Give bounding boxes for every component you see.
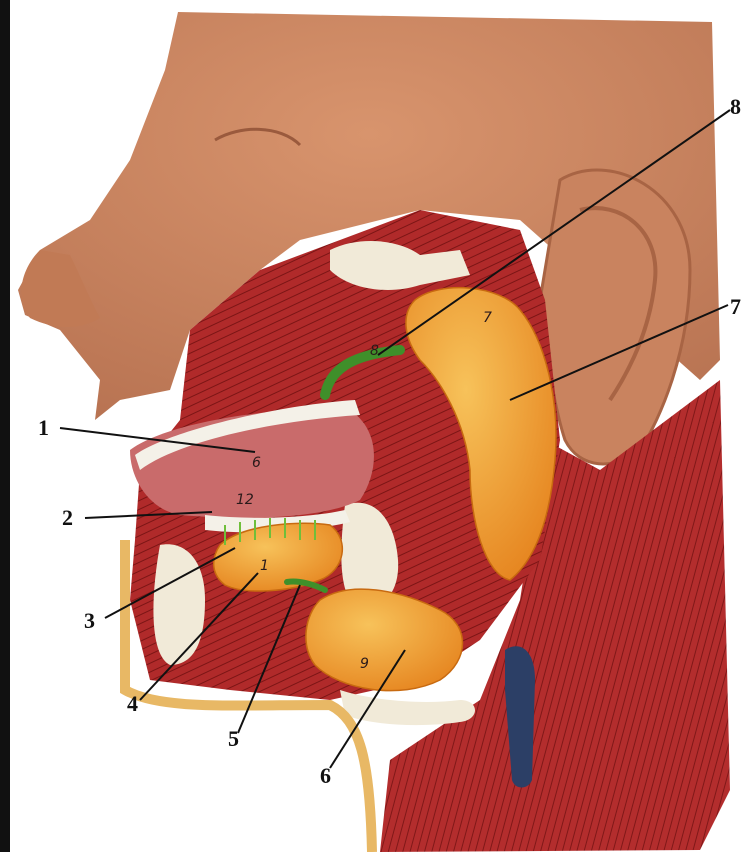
head-skin: [18, 12, 720, 420]
sublingual-marking: 1: [260, 558, 269, 574]
parotid-gland: [405, 286, 557, 581]
pointer-line-2: [84, 511, 213, 519]
submandibular-gland: [305, 588, 464, 692]
model-markings: 6 12 1 9 7 8: [236, 310, 492, 672]
submandibular-marking: 9: [360, 656, 369, 672]
sublingual-gland: [213, 522, 344, 592]
jugular-vessel: [505, 646, 535, 788]
submandibular-duct: [284, 578, 328, 593]
callout-5: 5: [228, 726, 239, 751]
parotid-marking: 7: [483, 310, 492, 326]
pointer-lines: [59, 109, 731, 769]
pointer-line-8: [377, 109, 731, 356]
pointer-line-6: [329, 649, 406, 769]
ear-inner: [579, 206, 658, 402]
upper-teeth: [135, 400, 360, 470]
nose: [21, 250, 100, 327]
pointer-line-4: [139, 572, 259, 701]
pointer-line-1: [59, 427, 256, 453]
callout-1: 1: [38, 415, 49, 440]
callout-3: 3: [84, 608, 95, 633]
callout-4: 4: [127, 691, 138, 716]
zygomatic-bone: [330, 240, 470, 290]
left-edge-bar: [0, 0, 10, 852]
pointer-line-3: [104, 547, 236, 619]
sublingual-ducts: [224, 518, 316, 545]
pointer-line-5: [237, 584, 301, 734]
tooth-marking: 12: [236, 492, 254, 508]
duct-marking: 8: [370, 343, 379, 359]
neck-muscle: [380, 380, 730, 852]
pointer-line-7: [509, 304, 729, 401]
callout-6: 6: [320, 763, 331, 788]
chin-bone: [153, 544, 205, 665]
callout-2: 2: [62, 505, 73, 530]
eye: [214, 127, 302, 147]
callout-7: 7: [730, 294, 741, 319]
tongue-marking: 6: [252, 455, 261, 471]
callout-8: 8: [730, 94, 741, 119]
fat-band: [120, 540, 377, 852]
mandible-cut: [341, 502, 399, 610]
parotid-duct: [320, 345, 405, 400]
